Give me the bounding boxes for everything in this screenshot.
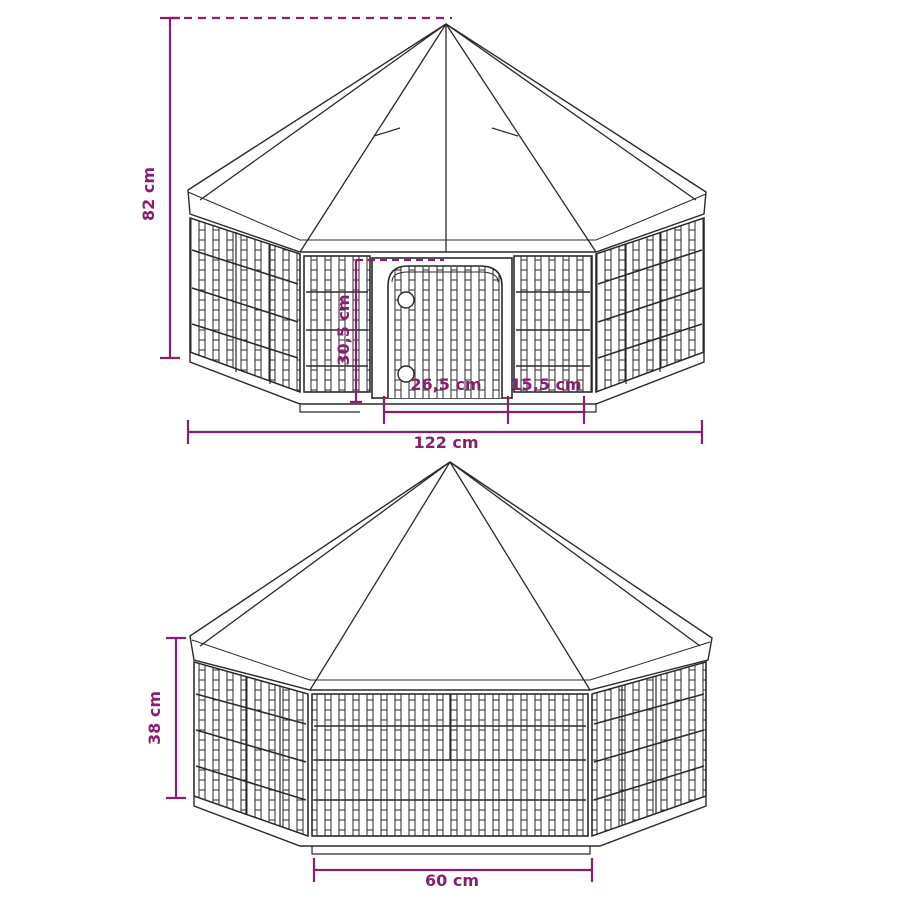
bottom-height-line (166, 636, 186, 800)
door-latch-bottom-icon (397, 365, 415, 383)
panel-width-line (312, 858, 594, 882)
total-width-label: 122 cm (413, 433, 478, 452)
door-height-line (350, 260, 362, 404)
bottom-roof-ribs (199, 461, 701, 691)
door-height-label: 30,5 cm (334, 294, 353, 365)
top-base (189, 352, 705, 405)
top-height-label: 82 cm (139, 167, 158, 221)
bottom-view-pen (189, 461, 713, 855)
total-width-line (186, 420, 704, 444)
top-dimensions (160, 16, 704, 444)
top-front-left-panel (303, 255, 371, 393)
top-view-pen (187, 23, 707, 413)
top-front-right-panel (513, 255, 593, 393)
door-width-label: 26,5 cm (410, 375, 481, 394)
bottom-right-panel (591, 661, 707, 837)
side-gap-label: 15,5 cm (510, 375, 581, 394)
top-door (387, 265, 503, 398)
door-width-line (382, 396, 510, 424)
top-roof (187, 23, 707, 253)
bottom-roof (189, 461, 713, 691)
top-height-line (160, 16, 180, 360)
top-roof-ribs (199, 23, 697, 253)
bottom-height-label: 38 cm (145, 691, 164, 745)
bottom-dimensions (166, 636, 594, 882)
panel-width-label: 60 cm (425, 871, 479, 890)
door-latch-top-icon (397, 291, 415, 309)
side-gap-line (508, 396, 586, 424)
bottom-base (193, 796, 707, 847)
bottom-left-panel (193, 661, 309, 837)
